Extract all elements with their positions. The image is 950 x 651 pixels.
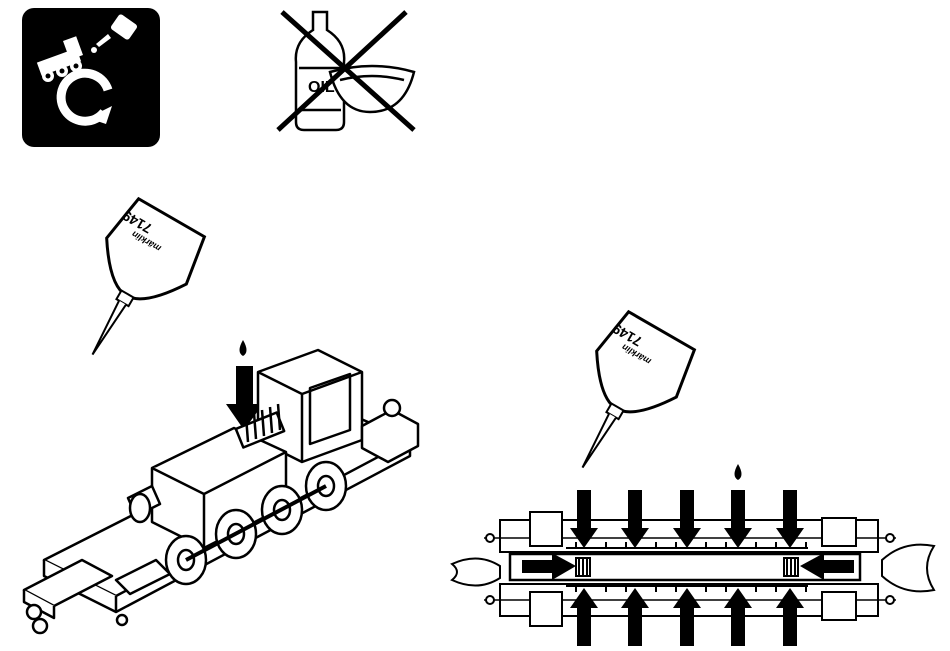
oiler-bottle-right: 7149 märklin [543,308,702,491]
locomotive-oiling-service-icon [22,8,160,147]
oil-drop-left [240,340,247,356]
no-household-oil-icon: OIL [278,12,414,130]
oiler-bottle-left: 7149 märklin [53,195,212,378]
locomotive-chassis [24,350,418,633]
coupler-hook-right [882,545,934,592]
coupler-hook-left [452,558,500,585]
oil-drop-right [735,464,742,480]
